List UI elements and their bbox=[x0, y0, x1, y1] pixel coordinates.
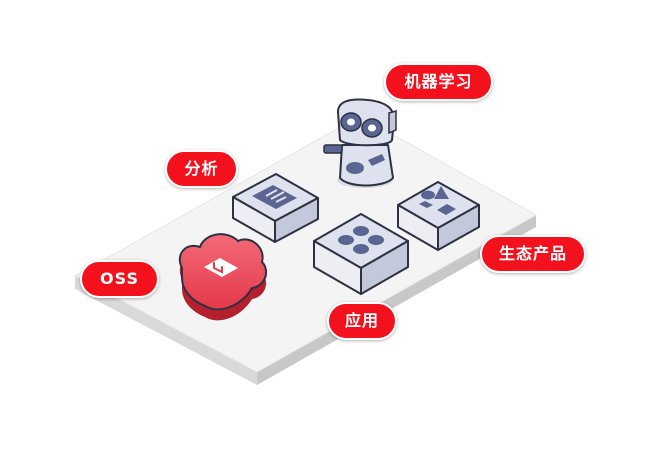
app-grid-icon bbox=[338, 226, 384, 254]
app-block bbox=[313, 213, 409, 295]
download-icon bbox=[204, 258, 238, 277]
label-oss: OSS bbox=[80, 260, 159, 298]
analysis-block bbox=[232, 173, 319, 243]
shapes-icon bbox=[419, 186, 456, 215]
bar-chart-icon bbox=[252, 185, 297, 209]
label-app: 应用 bbox=[327, 302, 397, 340]
ecosystem-block bbox=[397, 181, 480, 251]
robot-icon bbox=[323, 98, 397, 188]
platform-slab bbox=[73, 115, 538, 385]
oss-cloud bbox=[178, 233, 268, 321]
label-analysis: 分析 bbox=[165, 150, 238, 188]
label-ecosystem: 生态产品 bbox=[480, 235, 586, 273]
label-machine-learning: 机器学习 bbox=[384, 63, 493, 101]
